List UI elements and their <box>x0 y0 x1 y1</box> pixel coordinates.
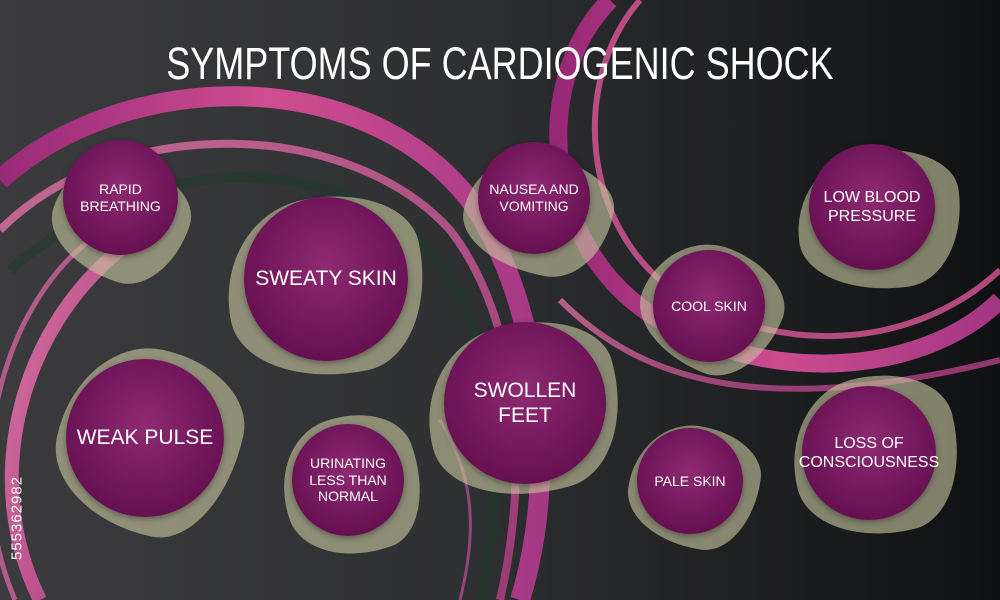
symptom-circle: SWOLLEN FEET <box>444 322 606 484</box>
symptom-label: RAPID BREATHING <box>80 180 161 214</box>
arc-left-lower <box>4 244 125 600</box>
symptom-label: SWOLLEN FEET <box>473 378 577 427</box>
symptom-pale-skin: PALE SKIN <box>621 417 767 557</box>
symptom-low-blood-pressure: LOW BLOOD PRESSURE <box>788 132 971 301</box>
symptom-circle: URINATING LESS THAN NORMAL <box>292 424 404 536</box>
symptom-sweaty-skin: SWEATY SKIN <box>209 178 443 396</box>
symptom-circle: COOL SKIN <box>653 250 765 362</box>
symptom-circle: RAPID BREATHING <box>63 140 178 255</box>
symptom-label: WEAK PULSE <box>76 426 214 450</box>
symptom-label: SWEATY SKIN <box>255 267 397 291</box>
symptom-label: PALE SKIN <box>654 472 726 489</box>
symptom-circle: SWEATY SKIN <box>244 197 408 361</box>
symptom-circle: LOW BLOOD PRESSURE <box>809 144 935 270</box>
symptom-circle: WEAK PULSE <box>66 359 224 517</box>
symptom-label: NAUSEA AND VOMITING <box>489 181 579 214</box>
symptom-label: URINATING LESS THAN NORMAL <box>309 454 387 505</box>
arc-left-lower-thin <box>0 238 92 600</box>
symptom-loss-of-consciousness: LOSS OF CONSCIOUSNESS <box>775 358 977 554</box>
symptom-circle: LOSS OF CONSCIOUSNESS <box>798 386 940 520</box>
symptom-circle: NAUSEA AND VOMITING <box>478 142 590 254</box>
page-title: SYMPTOMS OF CARDIOGENIC SHOCK <box>166 38 834 89</box>
symptom-rapid-breathing: RAPID BREATHING <box>37 138 205 298</box>
symptom-nausea-vomiting: NAUSEA AND VOMITING <box>454 132 622 286</box>
symptom-swollen-feet: SWOLLEN FEET <box>406 300 642 520</box>
symptom-urinating-less: URINATING LESS THAN NORMAL <box>262 396 442 576</box>
symptom-circle: PALE SKIN <box>637 428 743 534</box>
symptom-label: LOSS OF CONSCIOUSNESS <box>798 434 940 471</box>
symptom-cool-skin: COOL SKIN <box>622 224 800 393</box>
symptom-weak-pulse: WEAK PULSE <box>40 332 258 551</box>
symptom-label: LOW BLOOD PRESSURE <box>823 188 921 225</box>
symptom-label: COOL SKIN <box>671 297 747 314</box>
stock-id-text: 555362982 <box>8 475 26 560</box>
